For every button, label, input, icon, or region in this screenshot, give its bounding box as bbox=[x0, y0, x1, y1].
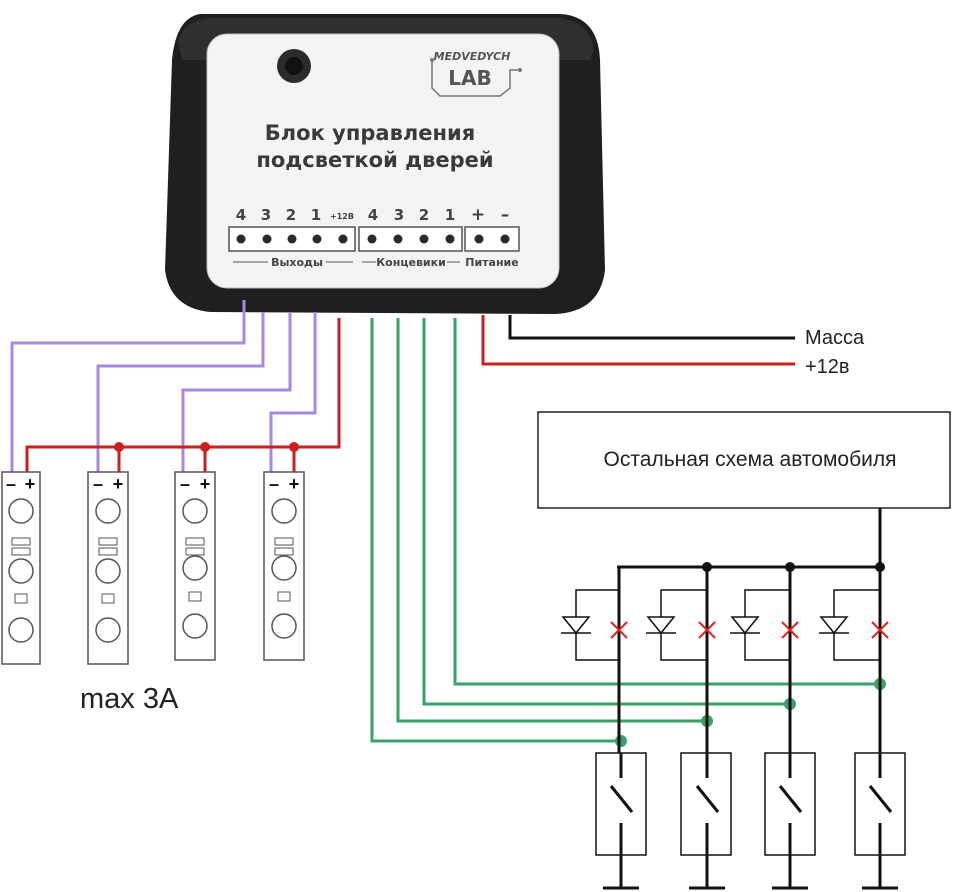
led-strip-3: – + bbox=[174, 471, 216, 661]
led-strip-3-plus: + bbox=[200, 474, 211, 494]
plus12-junctions bbox=[114, 442, 299, 452]
led-strip-2-plus: + bbox=[113, 474, 124, 494]
endstop-wire-3 bbox=[396, 318, 707, 723]
diode-icon-4 bbox=[819, 616, 849, 635]
rest-of-car-box bbox=[537, 411, 951, 509]
cut-cross-icon-2 bbox=[698, 621, 716, 639]
output-number-3: 3 bbox=[261, 206, 271, 224]
output-number-2: 2 bbox=[286, 206, 296, 224]
max-current-label: max 3A bbox=[80, 683, 179, 715]
plus12-label: +12в bbox=[805, 356, 850, 378]
endstop-wires bbox=[370, 318, 880, 743]
led-strip-4: – + bbox=[263, 471, 305, 661]
power-minus-sign: – bbox=[501, 205, 510, 225]
cut-cross-icons bbox=[610, 621, 889, 639]
ground-label: Масса bbox=[805, 327, 865, 349]
door-switches bbox=[595, 752, 906, 890]
endstop-wire-1 bbox=[453, 318, 880, 686]
endstop-number-3: 3 bbox=[394, 206, 404, 224]
device-title-line2: подсветкой дверей bbox=[256, 148, 493, 172]
power-terminal-block bbox=[464, 226, 520, 252]
endstop-number-4: 4 bbox=[368, 206, 378, 224]
control-unit: MEDVEDYCH LAB Блок управления подсветкой… bbox=[165, 14, 605, 314]
output-wire-4 bbox=[10, 300, 246, 478]
logo-text-bottom: LAB bbox=[448, 66, 491, 90]
door-switch-3 bbox=[764, 752, 816, 890]
cut-cross-icon-3 bbox=[781, 621, 799, 639]
door-switch-4 bbox=[854, 752, 906, 890]
outputs-terminal-block bbox=[228, 226, 356, 252]
output-wire-2 bbox=[181, 312, 292, 478]
endstops-label: Концевики bbox=[376, 256, 446, 269]
cut-cross-icon-4 bbox=[871, 621, 889, 639]
medvedych-logo: MEDVEDYCH LAB bbox=[430, 50, 522, 97]
outputs-label: Выходы bbox=[271, 256, 323, 269]
rest-circuit-wires bbox=[617, 508, 882, 757]
led-strip-2-minus: – bbox=[93, 474, 103, 494]
output-wires bbox=[10, 300, 317, 478]
door-switch-2 bbox=[680, 752, 732, 890]
door-switch-1 bbox=[595, 752, 647, 890]
terminal-dots bbox=[236, 234, 510, 244]
output-number-4: 4 bbox=[236, 206, 246, 224]
endstop-number-2: 2 bbox=[419, 206, 429, 224]
rest-of-car-label: Остальная схема автомобиля bbox=[604, 448, 897, 471]
diode-icon-3 bbox=[730, 616, 760, 635]
diode-icons bbox=[561, 616, 849, 635]
rest-circuit-junctions bbox=[702, 562, 885, 572]
led-strip-1: – + bbox=[1, 471, 41, 665]
output-wire-3 bbox=[96, 312, 265, 478]
endstop-wire-4 bbox=[370, 318, 621, 743]
plus12-power-wire bbox=[481, 315, 795, 366]
output-number-1: 1 bbox=[311, 206, 321, 224]
logo-text-top: MEDVEDYCH bbox=[434, 50, 511, 63]
endstop-number-1: 1 bbox=[445, 206, 455, 224]
control-unit-panel bbox=[206, 33, 560, 289]
led-strip-4-minus: – bbox=[269, 474, 279, 494]
ground-wire bbox=[508, 315, 795, 340]
diode-icon-1 bbox=[561, 616, 591, 635]
diode-icon-2 bbox=[646, 616, 676, 635]
led-strip-2: – + bbox=[87, 471, 129, 665]
led-strip-1-plus: + bbox=[25, 474, 36, 494]
cut-cross-icon-1 bbox=[610, 621, 628, 639]
output-number-12v: +12В bbox=[330, 212, 354, 221]
endstop-wire-2 bbox=[422, 318, 790, 706]
led-strip-4-plus: + bbox=[289, 474, 300, 494]
led-strip-1-minus: – bbox=[6, 474, 16, 494]
led-strip-3-minus: – bbox=[180, 474, 190, 494]
endstop-junctions bbox=[615, 678, 886, 747]
power-plus-sign: + bbox=[471, 205, 485, 225]
device-title-line1: Блок управления bbox=[265, 121, 475, 145]
power-label: Питание bbox=[465, 256, 518, 269]
